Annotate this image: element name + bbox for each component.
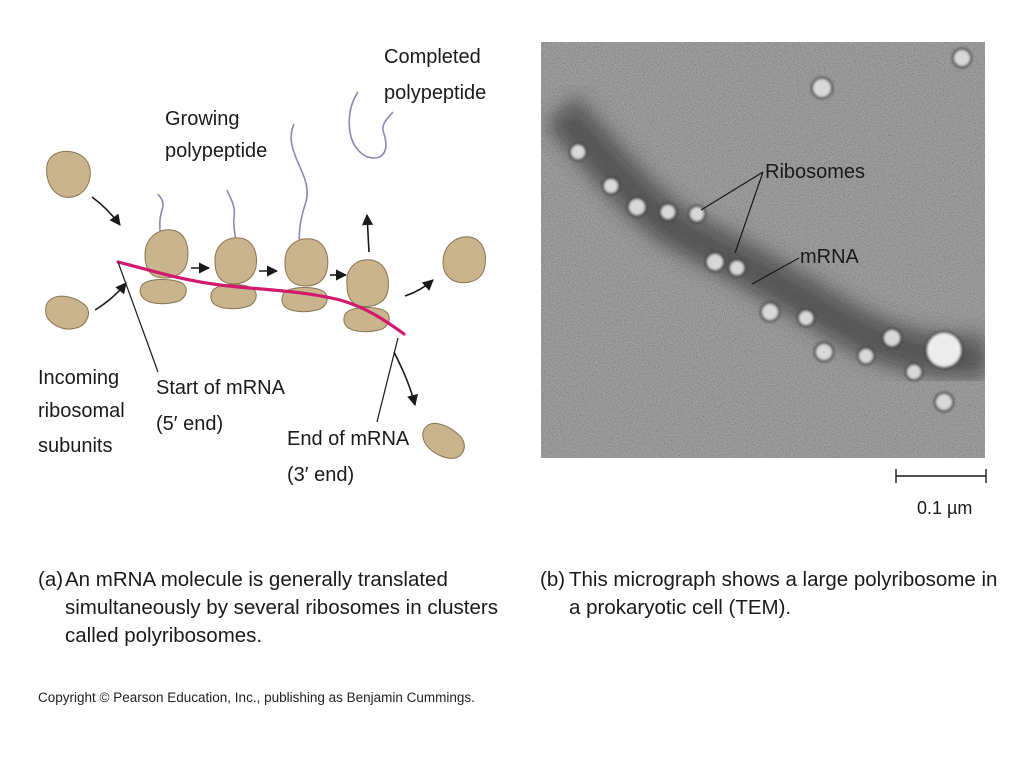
ribosome-2-small <box>210 284 257 310</box>
caption-b-tag: (b) <box>540 568 566 591</box>
pointer-ribosomes-1 <box>700 171 764 211</box>
caption-b-line-2: a prokaryotic cell (TEM). <box>569 596 792 619</box>
released-small-subunit <box>422 423 465 459</box>
label-end-mrna: End of mRNA (3′ end) <box>287 428 414 486</box>
arrow-release-large <box>404 279 434 297</box>
label-incoming-subunits: Incoming ribosomal subunits <box>38 367 130 457</box>
label-mrna-micrograph: mRNA <box>800 246 860 268</box>
arrow-release-polypeptide <box>361 213 374 253</box>
caption-a-tag: (a) <box>38 568 64 591</box>
scale-bar-label: 0.1 µm <box>917 498 972 518</box>
caption-a-line-1: An mRNA molecule is generally translated <box>65 568 448 591</box>
caption-a-line-2: simultaneously by several ribosomes in c… <box>65 596 498 619</box>
particle <box>811 77 833 99</box>
arrow-incoming-1 <box>91 196 121 226</box>
leader-end-mrna <box>376 337 399 423</box>
ribosome-4-large <box>346 259 389 307</box>
incoming-large-subunit <box>46 150 91 198</box>
particle <box>797 309 815 327</box>
incoming-small-subunit <box>45 295 89 330</box>
ribosome-1-small <box>139 279 187 305</box>
mrna-strand <box>116 260 406 336</box>
ribosome-2-large <box>214 237 257 285</box>
leader-start-mrna <box>117 261 159 373</box>
particle <box>760 302 780 322</box>
particle <box>728 259 746 277</box>
released-large-subunit <box>442 236 486 284</box>
panel-a-diagram: Growing polypeptide Completed polypeptid… <box>38 46 486 486</box>
particle <box>857 347 875 365</box>
ribosome-4-small <box>343 307 390 333</box>
caption-a-line-3: called polyribosomes. <box>65 624 263 647</box>
particle <box>659 203 677 221</box>
pointer-mrna <box>751 257 800 285</box>
particle <box>627 197 647 217</box>
label-growing-polypeptide: Growing polypeptide <box>165 108 267 162</box>
growing-polypeptide-3 <box>290 123 308 266</box>
caption-b-line-1: This micrograph shows a large polyriboso… <box>569 568 998 591</box>
particle <box>934 392 954 412</box>
particle <box>952 48 972 68</box>
particle <box>814 342 834 362</box>
scale-bar <box>895 469 987 483</box>
label-start-mrna: Start of mRNA (5′ end) <box>156 377 289 435</box>
ribosome-1-large <box>144 229 189 279</box>
particle <box>569 143 587 161</box>
particle <box>882 328 902 348</box>
bright-particle <box>925 331 963 369</box>
label-ribosomes: Ribosomes <box>765 161 865 183</box>
arrow-incoming-2 <box>94 282 127 311</box>
panel-b-micrograph: Ribosomes mRNA 0.1 µm <box>541 42 987 518</box>
completed-polypeptide <box>348 91 394 159</box>
ribosome-3-large <box>284 238 329 287</box>
arrow-release-small <box>393 351 418 407</box>
particle <box>905 363 923 381</box>
particle <box>602 177 620 195</box>
particle <box>705 252 725 272</box>
copyright-notice: Copyright © Pearson Education, Inc., pub… <box>38 690 475 705</box>
label-completed-polypeptide: Completed polypeptide <box>384 46 486 104</box>
pointer-ribosomes-2 <box>734 171 764 254</box>
